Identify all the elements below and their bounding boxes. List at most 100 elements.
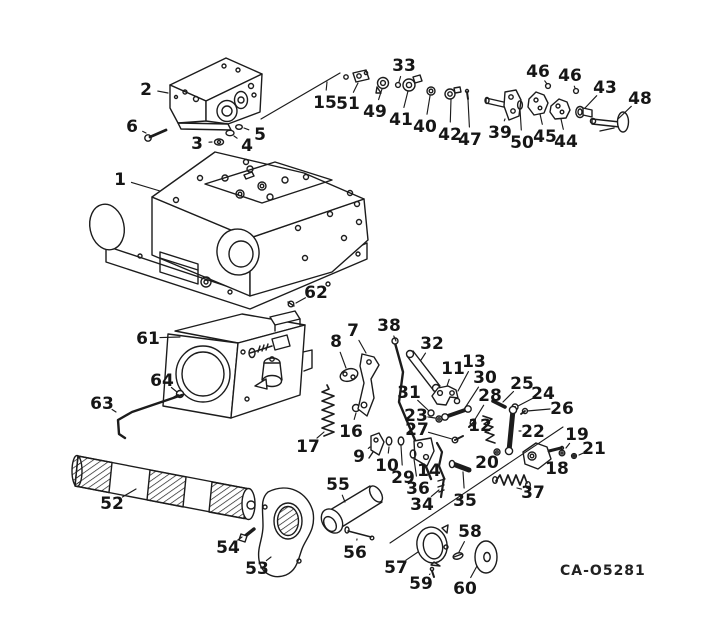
part-label-40: 40: [413, 117, 437, 137]
bolt-35: [448, 459, 472, 473]
leader-line-41: [403, 90, 409, 108]
part-label-16: 16: [339, 422, 363, 442]
rod-34: [435, 441, 446, 499]
part-label-34: 34: [410, 495, 434, 515]
leader-line-43: [584, 95, 598, 109]
leader-line-16: [353, 412, 357, 420]
part-label-1: 1: [114, 170, 126, 190]
leader-line-27: [427, 431, 453, 440]
leader-line-57: [405, 551, 419, 561]
leader-line-28: [473, 404, 485, 422]
diagram-code: CA-O5281: [560, 563, 646, 579]
part-label-31: 31: [397, 383, 421, 403]
leader-line-13: [457, 371, 469, 392]
leader-line-53: [265, 556, 272, 562]
part-label-30: 30: [473, 368, 497, 388]
leader-line-1: [130, 181, 161, 192]
part-label-52: 52: [100, 494, 124, 514]
bracket-11-13: [431, 385, 461, 406]
leader-line-26: [526, 408, 551, 412]
top-hardware-row: [343, 69, 470, 100]
main-housing: [88, 151, 369, 310]
leader-line-52: [121, 488, 137, 498]
part-label-12: 12: [468, 416, 492, 436]
leader-line-33: [398, 75, 402, 83]
part-label-23: 23: [404, 406, 428, 426]
part-label-10: 10: [375, 456, 399, 476]
leader-line-46-2: [573, 85, 576, 89]
leader-line-39: [503, 118, 506, 122]
leader-line-58: [458, 541, 465, 553]
part-label-38: 38: [377, 316, 401, 336]
part-label-33: 33: [392, 56, 416, 76]
part-label-36: 36: [406, 479, 430, 499]
leader-line-9: [367, 446, 371, 449]
leader-line-47: [467, 99, 470, 128]
leader-line-30: [462, 386, 480, 412]
leader-line-51: [352, 82, 359, 93]
leader-line-59: [428, 573, 431, 576]
part-label-53: 53: [245, 559, 269, 579]
leader-line-15: [325, 81, 328, 91]
part-label-7: 7: [347, 321, 359, 341]
lift-arm-53: [257, 487, 315, 578]
lever-7: [357, 353, 380, 417]
pin-59: [429, 566, 435, 578]
leader-line-63: [111, 408, 117, 413]
leader-line-31: [417, 399, 430, 412]
part-label-20: 20: [475, 453, 499, 473]
leader-line-54: [237, 536, 243, 541]
leader-line-50: [519, 108, 522, 131]
part-label-21: 21: [582, 439, 606, 459]
part-label-49: 49: [363, 102, 387, 122]
part-label-41: 41: [389, 110, 413, 130]
part-label-58: 58: [458, 522, 482, 542]
mount-hardware: [144, 123, 243, 146]
seal-retainer-57: [416, 524, 449, 567]
leader-lines: [111, 75, 632, 579]
leader-line-55: [341, 494, 346, 503]
part-label-15: 15: [313, 93, 337, 113]
leader-line-35: [462, 471, 465, 489]
leader-line-11: [446, 378, 450, 387]
leader-line-6: [142, 130, 147, 134]
part-label-62: 62: [304, 283, 328, 303]
part-label-43: 43: [593, 78, 617, 98]
leader-line-64: [170, 386, 178, 393]
leader-line-25: [502, 390, 515, 403]
assembly-line: [389, 426, 564, 544]
spring-12: [482, 415, 496, 444]
lever-9-washers: [368, 432, 417, 459]
long-pin: [260, 72, 341, 120]
leader-line-17: [316, 431, 325, 439]
leader-line-36: [413, 458, 417, 477]
part-label-42: 42: [438, 125, 462, 145]
part-label-50: 50: [510, 133, 534, 153]
part-label-46-2: 46: [558, 66, 582, 86]
leader-line-44: [560, 118, 564, 130]
leader-line-61: [159, 336, 181, 339]
leader-line-60: [470, 565, 478, 579]
spring-17: [321, 384, 335, 437]
part-label-60: 60: [453, 579, 477, 599]
part-label-57: 57: [384, 558, 408, 578]
leader-line-62: [295, 297, 307, 304]
clip-58: [452, 552, 464, 560]
part-label-64: 64: [150, 371, 174, 391]
part-label-32: 32: [420, 334, 444, 354]
part-label-37: 37: [521, 483, 545, 503]
leader-line-42: [449, 98, 452, 123]
valve-body-61: [162, 310, 313, 419]
part-label-3: 3: [191, 134, 203, 154]
part-label-25: 25: [510, 374, 534, 394]
link-22: [504, 405, 518, 456]
leader-line-4: [233, 135, 238, 139]
part-label-56: 56: [343, 543, 367, 563]
part-label-59: 59: [409, 574, 433, 594]
part-label-63: 63: [90, 394, 114, 414]
valve-block: [169, 57, 263, 131]
leader-line-45: [539, 113, 543, 125]
part-label-47: 47: [458, 130, 482, 150]
